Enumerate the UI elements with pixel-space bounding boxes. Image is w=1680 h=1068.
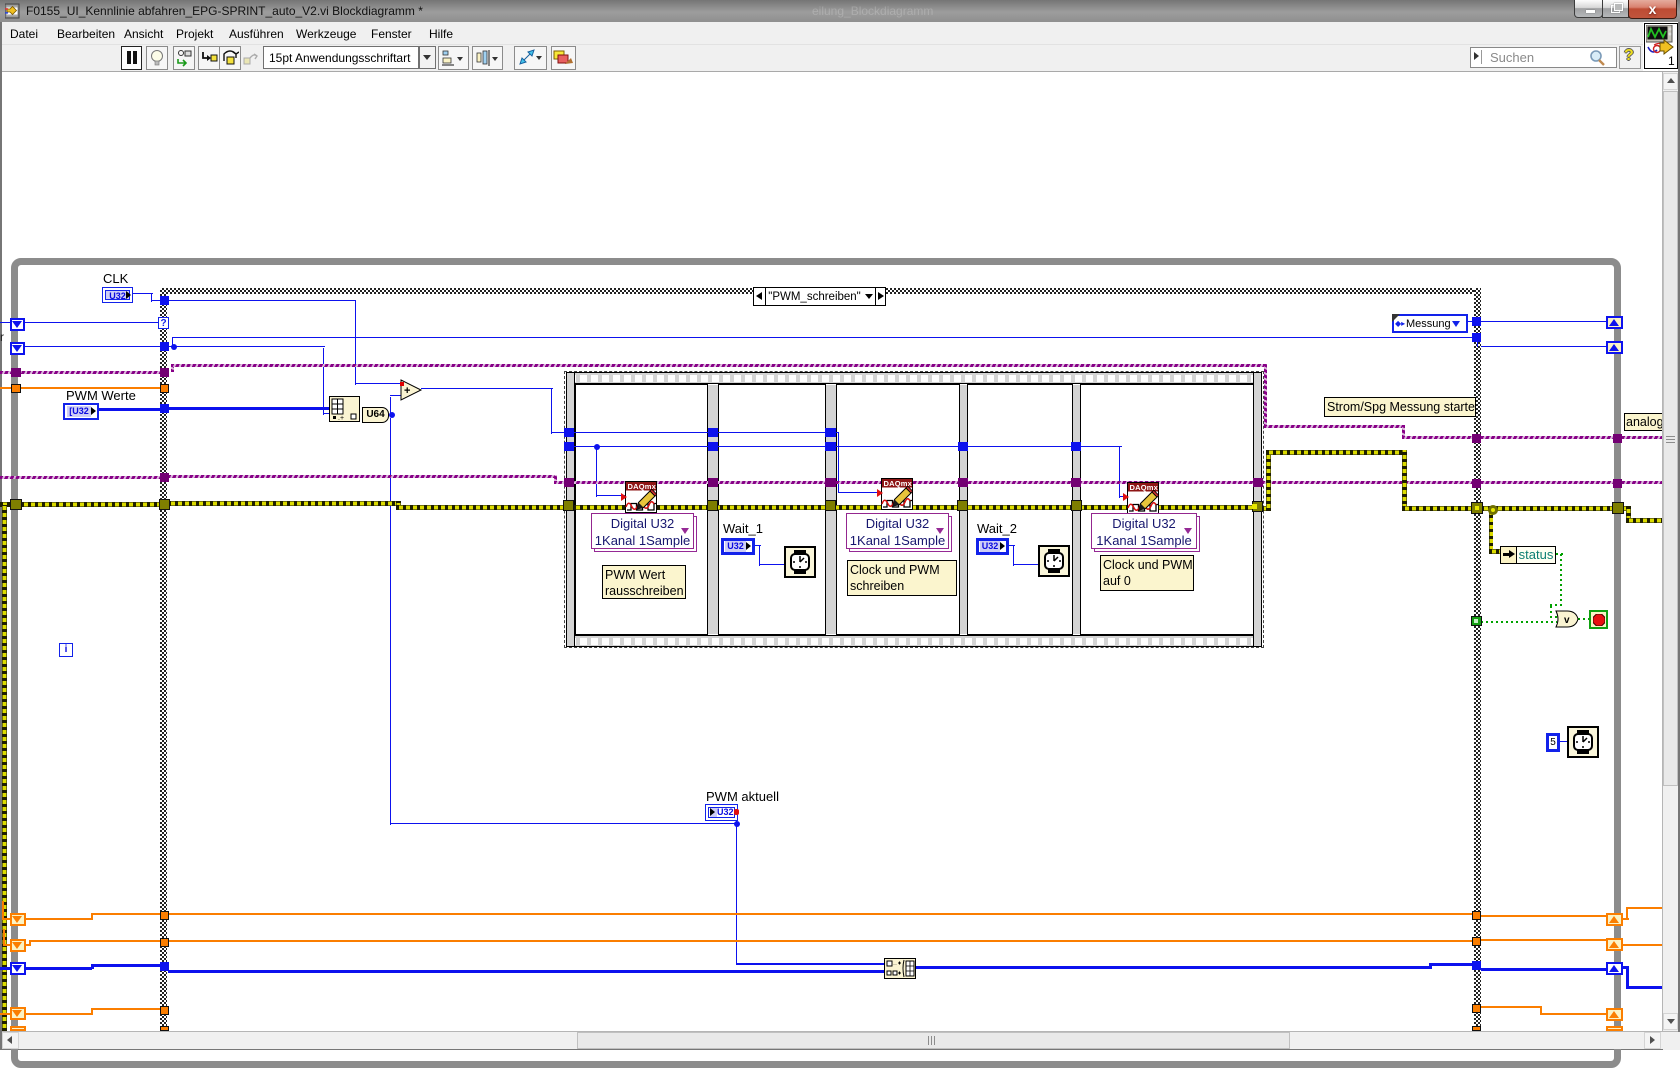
svg-text:.+: .+ <box>338 415 344 422</box>
svg-text:··: ·· <box>893 962 897 968</box>
svg-text:+: + <box>404 385 410 397</box>
svg-text:DAQmx: DAQmx <box>884 479 913 488</box>
svg-text:DAQmx: DAQmx <box>1130 483 1159 492</box>
svg-text:v: v <box>1564 615 1570 626</box>
svg-text:DAQmx: DAQmx <box>628 482 657 491</box>
svg-text:1: 1 <box>1668 54 1675 67</box>
